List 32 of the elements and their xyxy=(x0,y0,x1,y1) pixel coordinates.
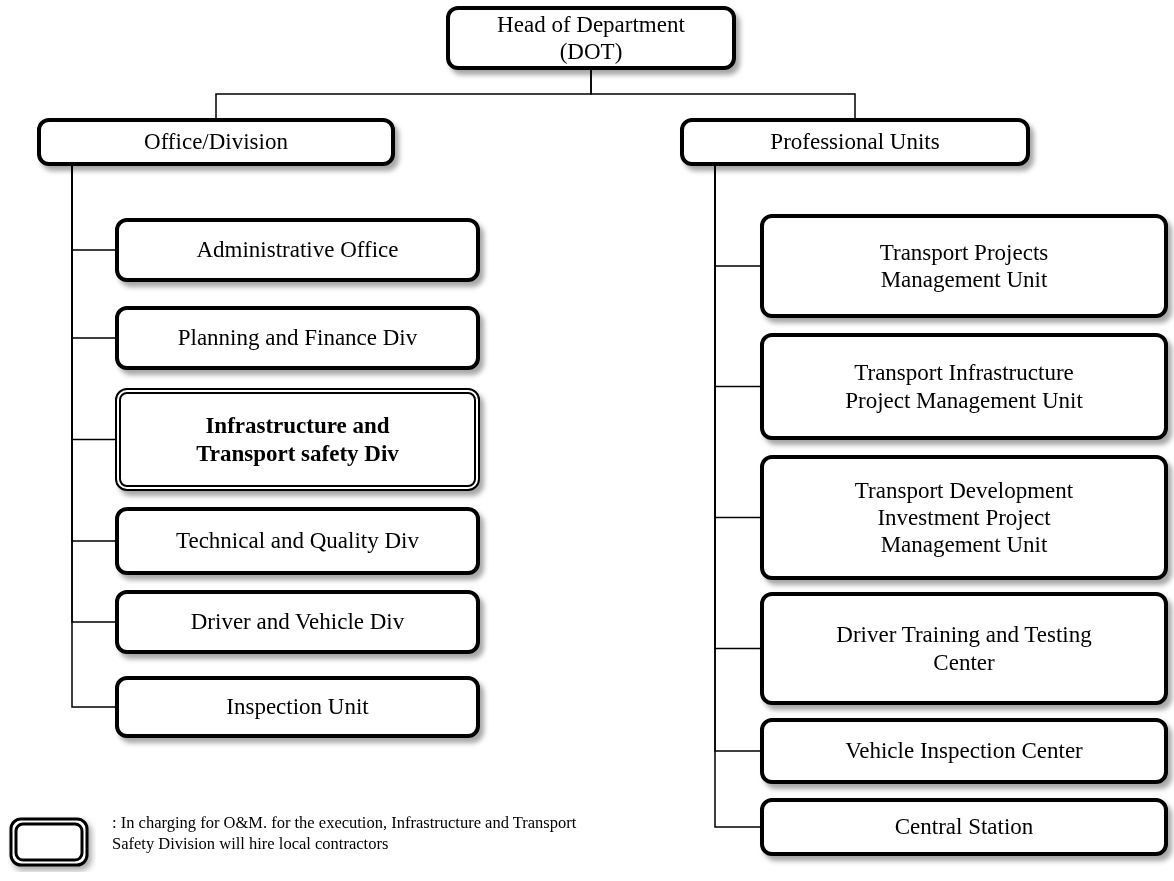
unit-label: Vehicle Inspection Center xyxy=(845,737,1083,765)
unit-label: Inspection Unit xyxy=(226,693,369,721)
unit-label: Infrastructure and Transport safety Div xyxy=(195,412,400,467)
unit-box xyxy=(115,306,480,370)
unit-label: Transport Infrastructure Project Management Unit xyxy=(844,359,1084,414)
unit-label: Head of Department (DOT) xyxy=(496,10,686,66)
unit-box xyxy=(115,676,480,738)
unit-box xyxy=(760,798,1168,856)
unit-label: Professional Units xyxy=(770,128,940,156)
unit-label: Driver and Vehicle Div xyxy=(190,608,405,636)
connector-line xyxy=(590,69,856,119)
unit-box xyxy=(760,214,1168,318)
unit-box xyxy=(760,455,1168,580)
unit-box xyxy=(115,218,480,282)
unit-box xyxy=(680,118,1030,166)
unit-label: Administrative Office xyxy=(196,236,399,264)
highlighted-unit-box xyxy=(115,388,480,491)
unit-box xyxy=(37,118,395,166)
unit-box xyxy=(115,590,480,654)
unit-label: Planning and Finance Div xyxy=(177,324,418,352)
unit-label: Transport Projects Management Unit xyxy=(878,238,1050,294)
legend-text: : In charging for O&M. for the execution, Infrastructure and Transport Safety Division will hire local contractors xyxy=(112,812,578,855)
unit-box xyxy=(446,6,736,70)
unit-box xyxy=(760,333,1168,440)
unit-label: Transport Development Investment Project Management Unit xyxy=(853,476,1075,559)
unit-box xyxy=(760,592,1168,705)
unit-box xyxy=(760,718,1168,784)
unit-box xyxy=(115,507,480,575)
unit-label: Central Station xyxy=(894,813,1034,841)
unit-label: Technical and Quality Div xyxy=(176,527,419,555)
unit-label: Office/Division xyxy=(144,128,288,156)
unit-label: Driver Training and Testing Center xyxy=(835,621,1093,676)
